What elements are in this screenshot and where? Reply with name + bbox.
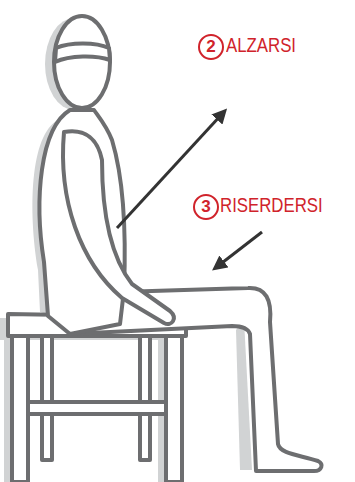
shadow: [0, 18, 252, 482]
motion-arrows: [117, 114, 262, 266]
person: [40, 16, 322, 471]
sit-down-arrow: [218, 232, 262, 266]
step-label: ALZARSI: [226, 33, 296, 57]
step-label: RISERDERSI: [220, 193, 323, 217]
chair: [8, 314, 186, 482]
callout-number: 2: [198, 34, 224, 60]
callout-number: 3: [193, 194, 219, 220]
stand-up-arrow: [117, 114, 222, 228]
